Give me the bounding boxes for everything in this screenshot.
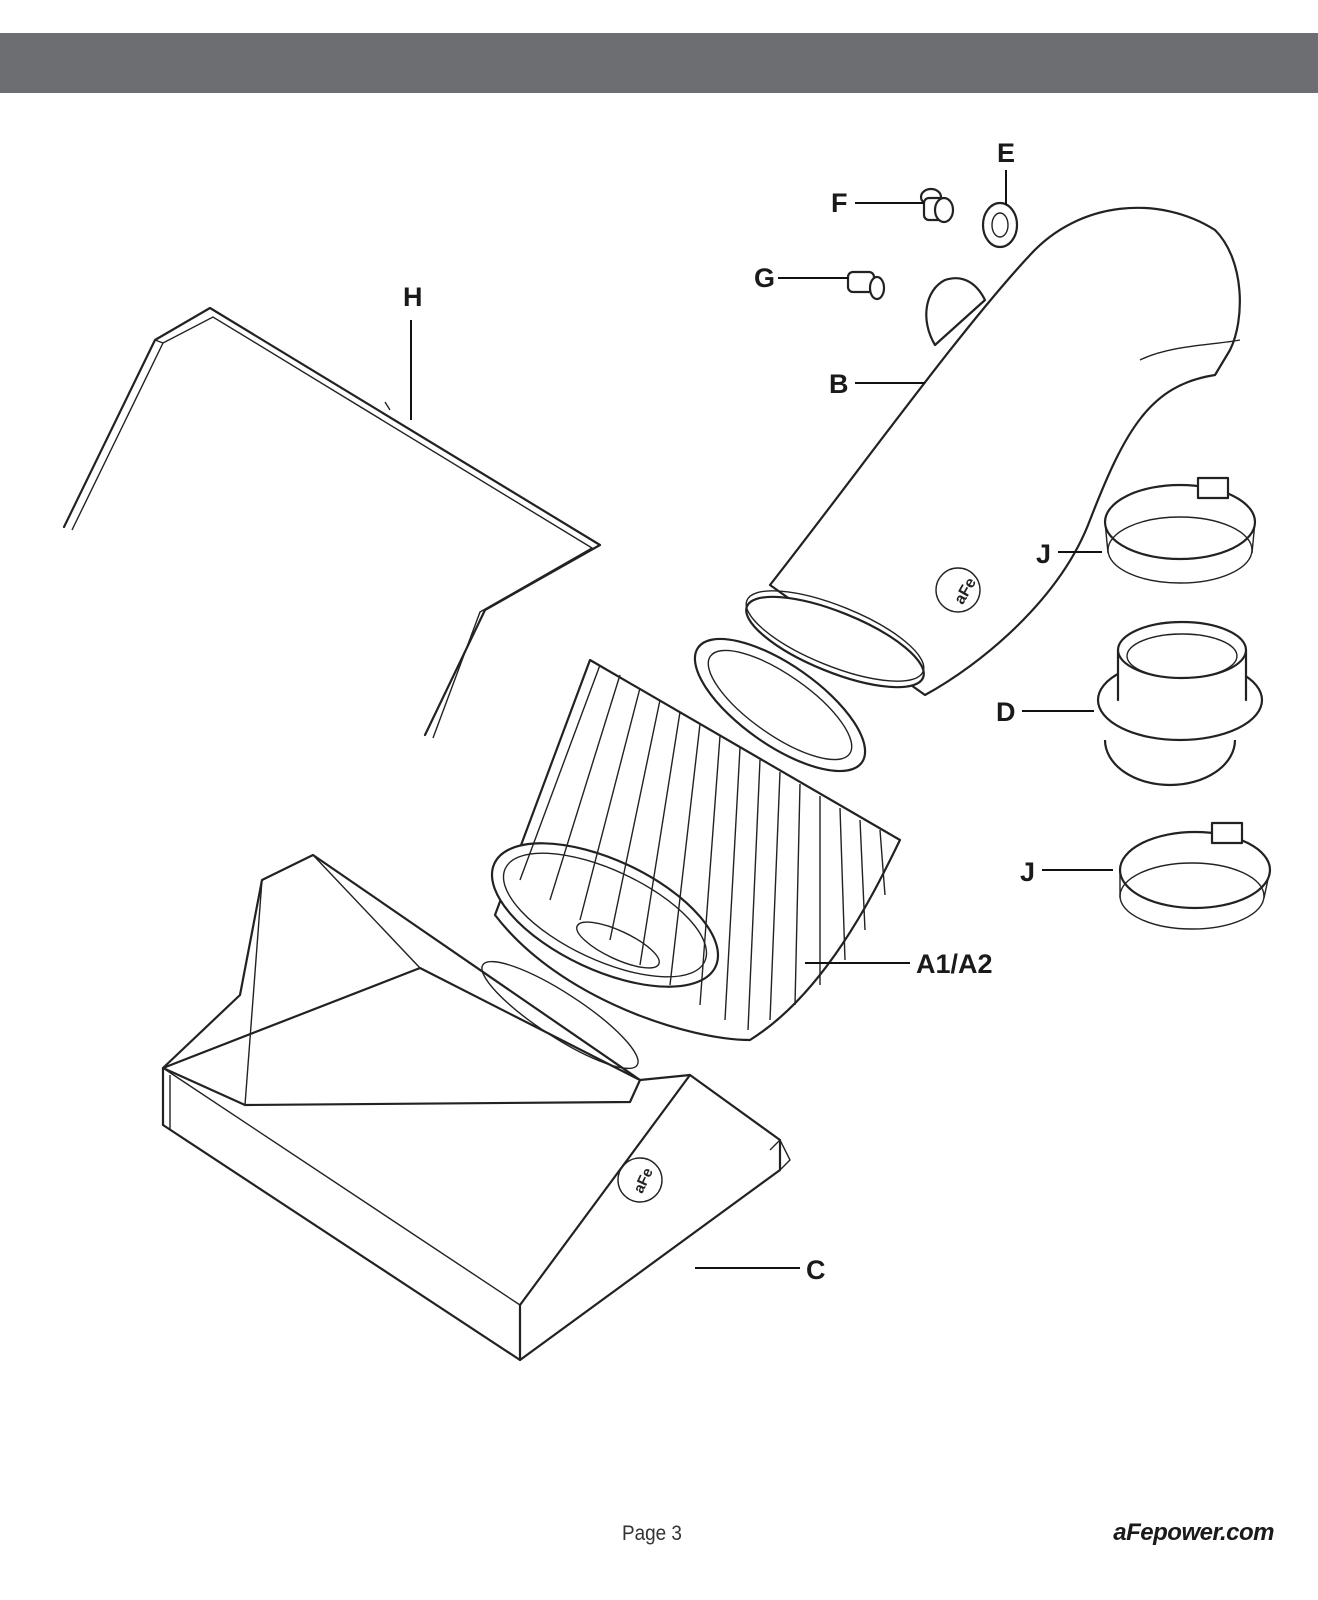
website-label: aFepower.com (1113, 1519, 1274, 1546)
header-bar (0, 33, 1318, 93)
part-b-intake-tube: aFe (745, 206, 1241, 697)
callout-e: E (997, 138, 1015, 168)
callout-b: B (829, 369, 849, 399)
part-d-coupler (1096, 620, 1264, 787)
callout-j-lower: J (1020, 857, 1035, 887)
part-a-air-filter (490, 637, 902, 1042)
part-f-fitting (919, 187, 955, 224)
callout-g: G (754, 263, 775, 293)
part-c-heat-shield: aFe (161, 853, 791, 1362)
part-g-plug (846, 270, 886, 301)
part-h-support-rod (62, 306, 602, 739)
callout-j-upper: J (1036, 539, 1051, 569)
callout-f: F (831, 188, 848, 218)
callout-a1-a2: A1/A2 (916, 949, 993, 979)
callout-d: D (996, 697, 1016, 727)
part-e-grommet (981, 201, 1019, 249)
callout-c: C (806, 1255, 826, 1285)
part-j-clamp-upper (1103, 476, 1257, 584)
leader-lines (410, 170, 1113, 1269)
part-j-clamp-lower (1118, 821, 1272, 930)
page-number: Page 3 (622, 1522, 682, 1545)
callout-h: H (403, 282, 423, 312)
